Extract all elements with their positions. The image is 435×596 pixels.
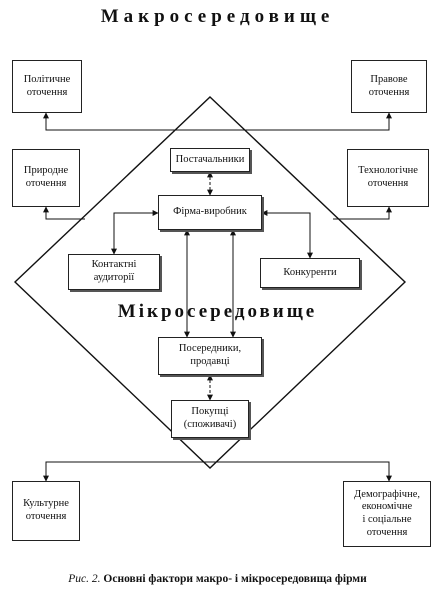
figure-caption: Рис. 2. Основні фактори макро- і мікросе… <box>0 573 435 585</box>
technological-connector <box>333 206 392 220</box>
political-environment-box: Політичне оточення <box>12 60 82 113</box>
natural-connector <box>43 206 85 220</box>
figure-number: Рис. 2. <box>68 573 101 585</box>
firm-competitors-connector <box>261 210 313 259</box>
cultural-environment-box: Культурне оточення <box>12 481 80 541</box>
figure-caption-text: Основні фактори макро- і мікросередовища… <box>103 573 367 585</box>
technological-environment-box: Технологічне оточення <box>347 149 429 207</box>
competitors-box: Конкуренти <box>260 258 360 288</box>
natural-environment-box: Природне оточення <box>12 149 80 207</box>
buyers-consumers-box: Покупці (споживачі) <box>171 400 249 438</box>
legal-environment-box: Правове оточення <box>351 60 427 113</box>
suppliers-box: Постачальники <box>170 148 250 172</box>
contact-audiences-box: Контактні аудиторії <box>68 254 160 290</box>
firm-producer-box: Фірма-виробник <box>158 195 262 230</box>
microenvironment-title: Мікросередовище <box>117 301 318 322</box>
microenvironment-diamond <box>13 96 407 469</box>
political-legal-connector <box>43 112 392 131</box>
intermediaries-sellers-box: Посередники, продавці <box>158 337 262 375</box>
demographic-economic-social-environment-box: Демографічне, економічне і соціальне ото… <box>343 481 431 547</box>
macroenvironment-title: Макросередовище <box>100 6 335 27</box>
cultural-demographic-connector <box>43 461 392 482</box>
firm-audiences-connector <box>111 210 159 255</box>
